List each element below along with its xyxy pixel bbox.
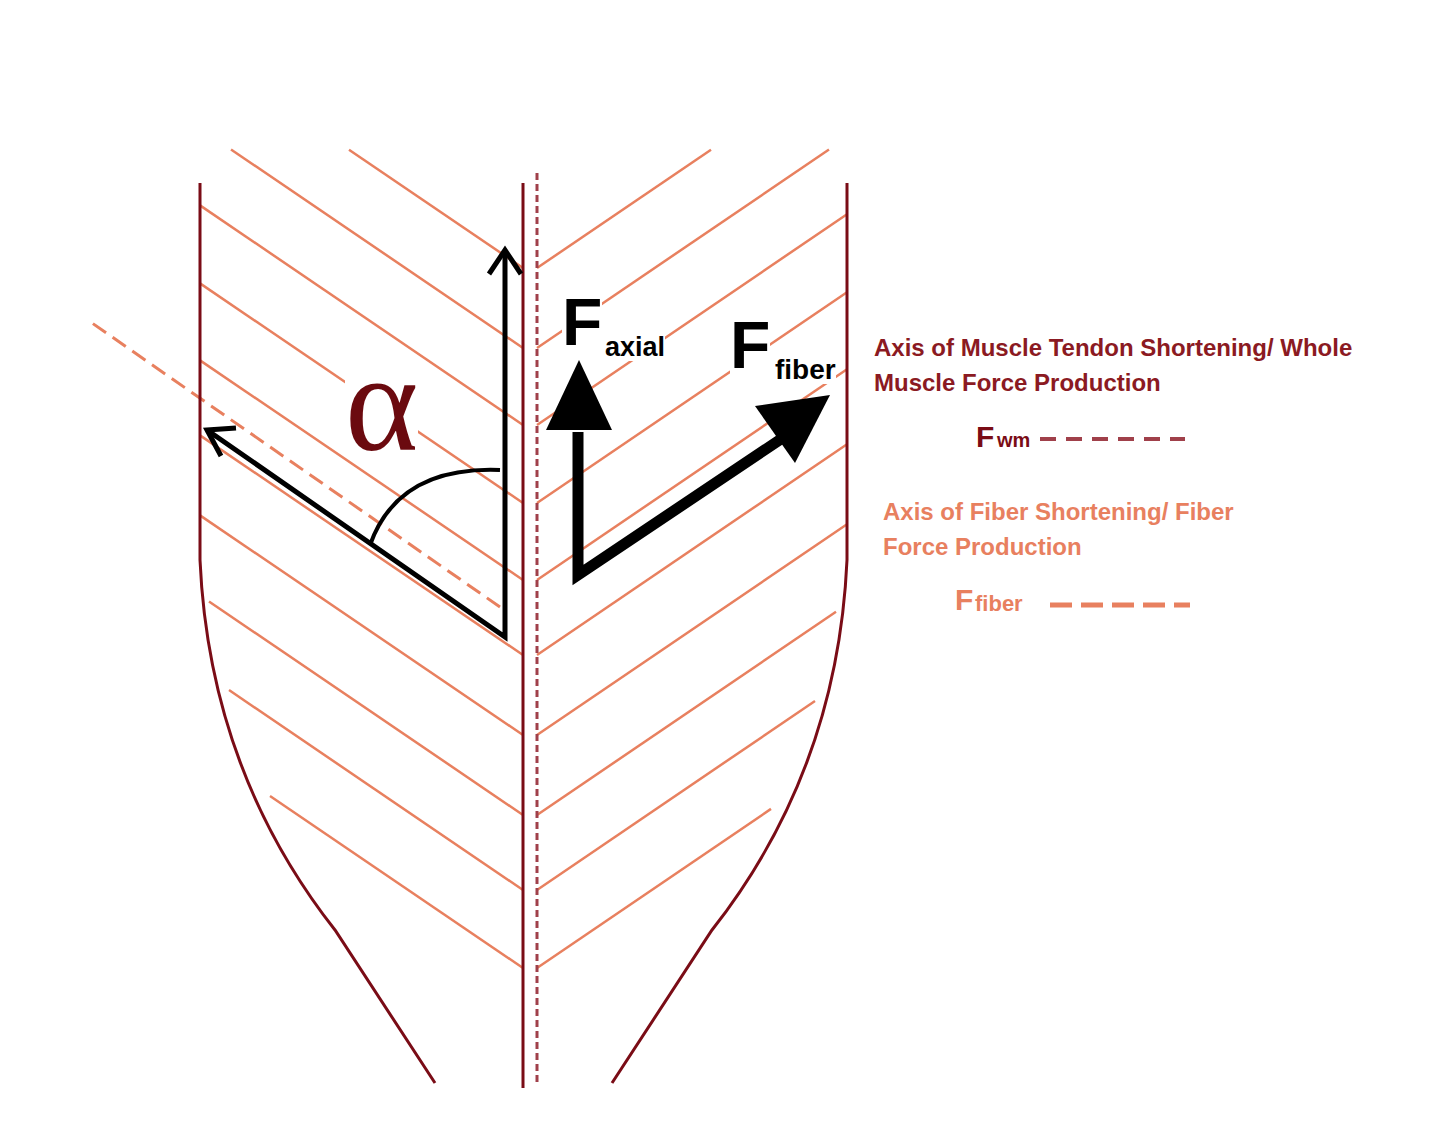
legend-symbol: F [955,585,973,615]
arrow-head [207,428,236,456]
force-subscript: fiber [775,356,836,384]
legend-sample-line [1050,603,1190,608]
muscle-fiber [200,435,523,655]
arrow-head [755,395,830,463]
force-vectors [578,432,790,575]
muscle-fiber [349,150,523,268]
legend-sample-line [1040,437,1185,441]
legend-heading: Axis of Muscle Tendon Shortening/ Whole … [874,330,1399,400]
muscle-fiber [231,149,523,348]
fiber-axis-line [92,323,500,607]
muscle-fiber [537,612,836,815]
muscle-outline [612,183,847,1083]
muscle-outline [200,183,435,1083]
muscle-fiber [537,701,815,890]
muscle-fiber [229,690,523,890]
legend-subscript: fiber [975,593,1023,615]
force-symbol: F [730,312,770,378]
force-subscript: axial [605,334,665,361]
muscle-fiber [270,796,523,968]
angle-symbol: α [345,361,418,445]
muscle-fiber [537,150,711,268]
muscle-axis-line [536,173,539,1083]
legend-heading: Axis of Fiber Shortening/ Fiber Force Pr… [883,494,1268,564]
central-tendon [522,183,525,1088]
arrow-head [489,250,521,274]
arrow-head [546,360,612,430]
legend-symbol: F [976,422,994,452]
force-symbol: F [562,289,602,355]
legend-subscript: wm [997,430,1030,450]
muscle-fiber [537,809,771,968]
angle-arrows [207,250,505,637]
angle-arc [370,470,500,545]
